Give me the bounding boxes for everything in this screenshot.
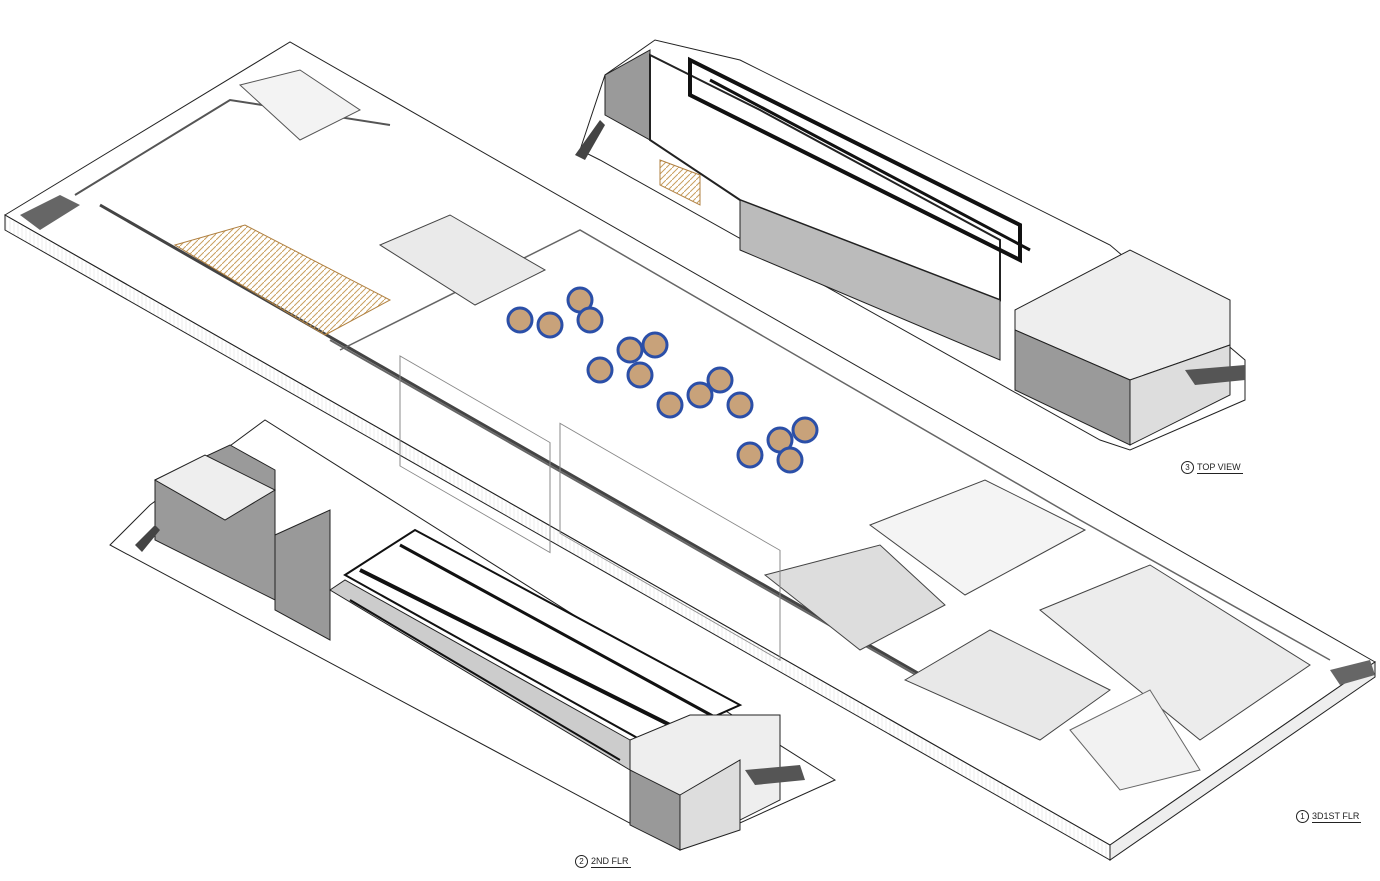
top-view-model	[575, 39, 1246, 451]
view-number: 2	[575, 855, 588, 868]
view-label-1st-floor: 1 3D1ST FLR	[1296, 810, 1362, 823]
first-floor-model	[4, 41, 1376, 861]
cubicle-clusters	[506, 286, 819, 474]
view-label-2nd-floor: 2 2ND FLR	[575, 855, 631, 868]
wood-floor-area	[173, 224, 392, 336]
second-floor-model	[109, 419, 837, 851]
view-label-top-view: 3 TOP VIEW	[1181, 461, 1243, 474]
view-title: 3D1ST FLR	[1312, 810, 1362, 823]
view-title: 2ND FLR	[591, 855, 631, 868]
view-number: 1	[1296, 810, 1309, 823]
view-number: 3	[1181, 461, 1194, 474]
view-title: TOP VIEW	[1197, 461, 1243, 474]
